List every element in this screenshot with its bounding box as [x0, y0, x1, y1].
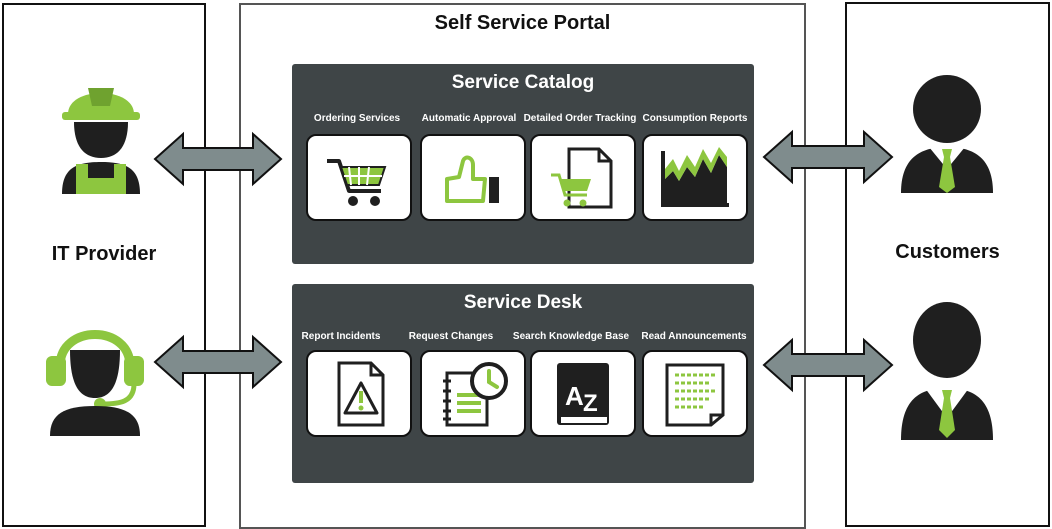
order-document-icon: [551, 147, 613, 208]
tile-label-detailed-order-tracking: Detailed Order Tracking: [523, 113, 637, 124]
automatic-approval-tile[interactable]: [420, 134, 526, 221]
tile-label-automatic-approval: Automatic Approval: [421, 113, 517, 124]
customer-icon: [901, 302, 993, 440]
tile-label-search-knowledge-base: Search Knowledge Base: [512, 331, 630, 342]
search-knowledge-base-tile[interactable]: A Z: [530, 350, 636, 437]
detailed-order-tracking-tile[interactable]: [530, 134, 636, 221]
tile-label-ordering-services: Ordering Services: [313, 113, 401, 124]
it-provider-catalog-arrow: [153, 131, 283, 187]
request-changes-tile[interactable]: [420, 350, 526, 437]
customers-catalog-arrow: [762, 129, 894, 185]
consumption-reports-tile[interactable]: [642, 134, 748, 221]
customer-icon: [901, 75, 993, 193]
read-announcements-tile[interactable]: [642, 350, 748, 437]
chart-icon: [661, 146, 729, 207]
svg-text:Z: Z: [583, 390, 598, 417]
support-agent-icon: [46, 330, 144, 436]
service-desk-title: Service Desk: [463, 292, 583, 313]
tile-label-report-incidents: Report Incidents: [301, 331, 381, 342]
portal-title: Self Service Portal: [434, 12, 611, 34]
svg-text:A: A: [565, 381, 584, 411]
shopping-cart-icon: [327, 158, 387, 206]
worker-icon: [62, 88, 140, 194]
service-catalog-title: Service Catalog: [451, 72, 595, 93]
it-provider-label: IT Provider: [51, 243, 157, 265]
announcement-note-icon: [665, 363, 725, 426]
customers-desk-arrow: [762, 337, 894, 393]
it-provider-desk-arrow: [153, 334, 283, 390]
ordering-services-tile[interactable]: [306, 134, 412, 221]
az-book-icon: A Z: [557, 362, 609, 425]
tile-label-consumption-reports: Consumption Reports: [642, 113, 748, 124]
customers-label: Customers: [895, 241, 1000, 263]
tile-label-read-announcements: Read Announcements: [641, 331, 747, 342]
tile-label-request-changes: Request Changes: [408, 331, 494, 342]
thumbs-up-icon: [445, 155, 499, 203]
report-incidents-tile[interactable]: [306, 350, 412, 437]
notebook-clock-icon: [443, 361, 508, 426]
warning-document-icon: [337, 361, 385, 426]
